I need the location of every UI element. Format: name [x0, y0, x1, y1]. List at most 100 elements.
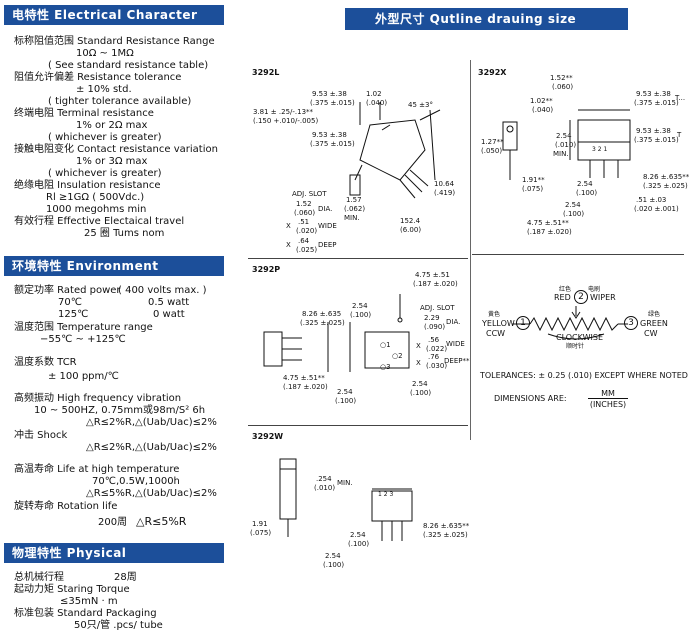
schem-n3: 3	[624, 316, 638, 330]
electrical-value-2-1: ( whichever is greater)	[48, 132, 162, 143]
electrical-value-1-0: ± 10% std.	[76, 84, 132, 95]
environment-header: 环境特性 Environment Character istics	[4, 256, 224, 293]
p-dim-2: (.187 ±.020)	[413, 280, 458, 288]
tolerances-note: TOLERANCES: ± 0.25 (.010) EXCEPT WHERE N…	[480, 371, 688, 380]
l-dim-23: (.062)	[344, 205, 366, 213]
x-dim-25: .51 ±.03	[636, 196, 667, 204]
schem-clockwise: CLOCKWISE	[556, 333, 604, 342]
p-dim-17: (.030)	[426, 362, 448, 370]
p-dim-6: (.100)	[350, 311, 372, 319]
l-dim-14: X	[286, 222, 291, 230]
l-dim-8: 9.53 ±.38	[312, 131, 347, 139]
x-dim-6: (.375 ±.015)	[634, 99, 679, 107]
electrical-value-4-0: Rl ≥1GΩ ( 500Vdc.)	[46, 192, 145, 203]
drawing-3292w	[279, 458, 413, 541]
p-dim-21: ○3	[380, 363, 391, 371]
p-dim-27: (.100)	[410, 389, 432, 397]
p-dim-13: (.022)	[426, 345, 448, 353]
x-dim-26: (.020 ±.001)	[634, 205, 679, 213]
pack-label: 标准包装 Standard Packaging	[14, 608, 157, 619]
p-dim-24: 2.54	[337, 388, 353, 396]
electrical-value-3-1: ( whichever is greater)	[48, 168, 162, 179]
temp-range-value: −55℃ ~ +125℃	[40, 334, 126, 345]
schem-green: GREEN	[640, 319, 668, 328]
x-dim-12: (.050)	[481, 147, 503, 155]
schem-green-cn: 绿色	[648, 311, 661, 318]
x-dim-5: 9.53 ±.38	[636, 90, 671, 98]
l-dim-11: 1.52	[296, 200, 312, 208]
l-dim-15: .51	[298, 218, 310, 226]
x-dim-13: 2.54	[556, 132, 572, 140]
schem-n1: 1	[516, 316, 530, 330]
l-dim-28: (.419)	[434, 189, 456, 197]
temp-range-label: 温度范围 Temperature range	[14, 322, 153, 333]
x-dim-20: (.075)	[522, 185, 544, 193]
drawing-3292l	[349, 102, 441, 199]
electrical-header: 电特性 Electrical Character istics	[4, 5, 224, 42]
schem-wiper: WIPER	[590, 293, 616, 302]
l-dim-9: (.375 ±.015)	[310, 140, 355, 148]
drawing-3292p	[263, 294, 410, 372]
l-dim-24: MIN.	[344, 214, 360, 222]
l-dim-25: 152.4	[400, 217, 421, 225]
divider-right	[472, 254, 684, 255]
p-dim-25: (.100)	[335, 397, 357, 405]
electrical-label-4: 绝缘电阻 Insulation resistance	[14, 180, 161, 191]
w-dim-8: (.100)	[348, 540, 370, 548]
w-dim-3: MIN.	[337, 479, 353, 487]
w-dim-2: (.010)	[314, 484, 336, 492]
schem-yellow-cn: 黄色	[488, 311, 501, 318]
schem-n2: 2	[574, 290, 588, 304]
p-dim-1: 4.75 ±.51	[415, 271, 450, 279]
divider-top	[248, 258, 468, 259]
physical-header: 物理特性 Physical Characteristics	[4, 543, 224, 580]
l-dim-19: .64	[298, 237, 310, 245]
rotation-value: 200周	[98, 517, 128, 528]
p-dim-16: .76	[428, 353, 440, 361]
schem-cw: CW	[644, 329, 658, 338]
shock-spec: △R≤2%R,△(Uab/Uac)≤2%	[86, 442, 217, 453]
electrical-value-1-1: ( tighter tolerance available)	[48, 96, 192, 107]
rated-power-temp-2: 125℃	[58, 309, 89, 320]
x-dim-22: (.100)	[576, 189, 598, 197]
x-dim-24: (.100)	[563, 210, 585, 218]
x-dim-4: (.040)	[532, 106, 554, 114]
p-dim-19: ○1	[380, 341, 391, 349]
x-dim-3: 1.02**	[530, 97, 553, 105]
column-divider	[470, 60, 471, 440]
x-dim-16: 3 2 1	[592, 146, 608, 153]
p-dim-26: 2.54	[412, 380, 428, 388]
pack-value: 50只/管 .pcs/ tube	[74, 620, 163, 631]
electrical-value-0-0: 10Ω ~ 1MΩ	[76, 48, 134, 59]
l-dim-17: WIDE	[318, 222, 337, 230]
electrical-value-4-1: 1000 megohms min	[46, 204, 147, 215]
life-value: 70℃,0.5W,1000h	[92, 476, 180, 487]
x-dim-28: (.187 ±.020)	[527, 228, 572, 236]
schem-wiper-cn: 电刷	[588, 286, 601, 293]
schem-ccw: CCW	[486, 329, 506, 338]
l-dim-21: DEEP	[318, 241, 337, 249]
l-dim-16: (.020)	[296, 227, 318, 235]
p-dim-20: ○2	[392, 352, 403, 360]
l-dim-27: 10.64	[434, 180, 455, 188]
model-3292l: 3292L	[252, 68, 280, 77]
l-dim-2: (.375 ±.015)	[310, 99, 355, 107]
p-dim-14: WIDE	[446, 340, 465, 348]
rated-power-label: 额定功率 Rated power	[14, 285, 121, 296]
rated-power-value-2: 0 watt	[153, 309, 185, 320]
tcr-label: 温度系数 TCR	[14, 357, 77, 368]
w-dim-7: 2.54	[350, 531, 366, 539]
x-dim-1: 1.52**	[550, 74, 573, 82]
l-dim-10: ADJ. SLOT	[292, 190, 327, 198]
electrical-value-0-1: ( See standard resistance table)	[48, 60, 209, 71]
p-dim-12: .56	[428, 336, 440, 344]
p-dim-3: 8.26 ±.635	[302, 310, 342, 318]
x-dim-21: 2.54	[577, 180, 593, 188]
p-dim-11: X	[416, 342, 421, 350]
l-dim-7: (.150 +.010/-.005)	[253, 117, 319, 125]
dimensions-unit-bottom: (INCHES)	[589, 400, 627, 409]
w-dim-11: 8.26 ±.635**	[423, 522, 470, 530]
rotation-label: 旋转寿命 Rotation life	[14, 501, 118, 512]
x-dim-19: 1.91**	[522, 176, 545, 184]
l-dim-12: (.060)	[294, 209, 316, 217]
